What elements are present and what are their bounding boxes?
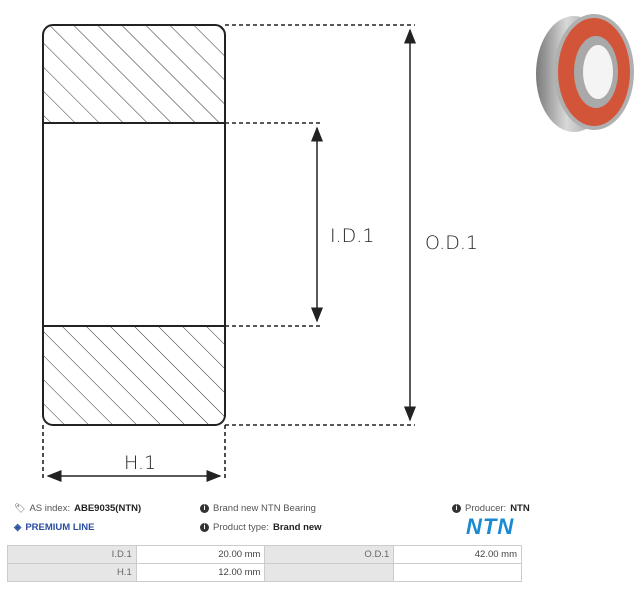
- spec-key: I.D.1: [7, 545, 137, 564]
- bearing-photo: [536, 14, 634, 132]
- bearing-dimension-drawing: [42, 24, 416, 482]
- product-type-label: Product type:: [213, 522, 269, 533]
- premium-label: PREMIUM LINE: [25, 522, 95, 533]
- producer-value: NTN: [510, 503, 530, 514]
- spec-value: 42.00 mm: [393, 545, 522, 564]
- as-index-label: AS index:: [29, 503, 71, 514]
- product-type: i Product type: Brand new: [200, 522, 322, 533]
- spec-key: H.1: [7, 563, 137, 582]
- premium-line-badge: ◈ PREMIUM LINE: [14, 522, 94, 533]
- spec-key: [264, 563, 395, 582]
- table-row: H.1 12.00 mm: [7, 563, 522, 582]
- info-icon: i: [200, 523, 209, 532]
- table-row: I.D.1 20.00 mm O.D.1 42.00 mm: [7, 545, 522, 564]
- description: i Brand new NTN Bearing: [200, 503, 316, 514]
- spec-value: 20.00 mm: [135, 545, 266, 564]
- h-label: H.1: [124, 452, 157, 474]
- specs-table: I.D.1 20.00 mm O.D.1 42.00 mm H.1 12.00 …: [7, 545, 522, 582]
- spec-value: [393, 563, 522, 582]
- spec-value: 12.00 mm: [135, 563, 266, 582]
- outer-ring-top-section: [43, 25, 225, 123]
- outer-ring-bottom-section: [43, 326, 225, 425]
- info-icon: i: [200, 504, 209, 513]
- spec-key: O.D.1: [264, 545, 395, 564]
- tag-icon: 🏷: [14, 503, 26, 513]
- product-type-value: Brand new: [272, 522, 322, 533]
- info-icon: i: [452, 504, 461, 513]
- description-text: Brand new NTN Bearing: [213, 503, 316, 514]
- id-label: I.D.1: [330, 225, 375, 247]
- ntn-logo: NTN: [466, 514, 515, 539]
- producer-label: Producer:: [465, 503, 507, 514]
- producer: i Producer: NTN: [452, 503, 530, 514]
- od-label: O.D.1: [425, 232, 478, 254]
- as-index-value: ABE9035(NTN): [74, 503, 142, 514]
- diamond-icon: ◈: [14, 522, 22, 533]
- as-index: 🏷 AS index: ABE9035(NTN): [14, 503, 141, 514]
